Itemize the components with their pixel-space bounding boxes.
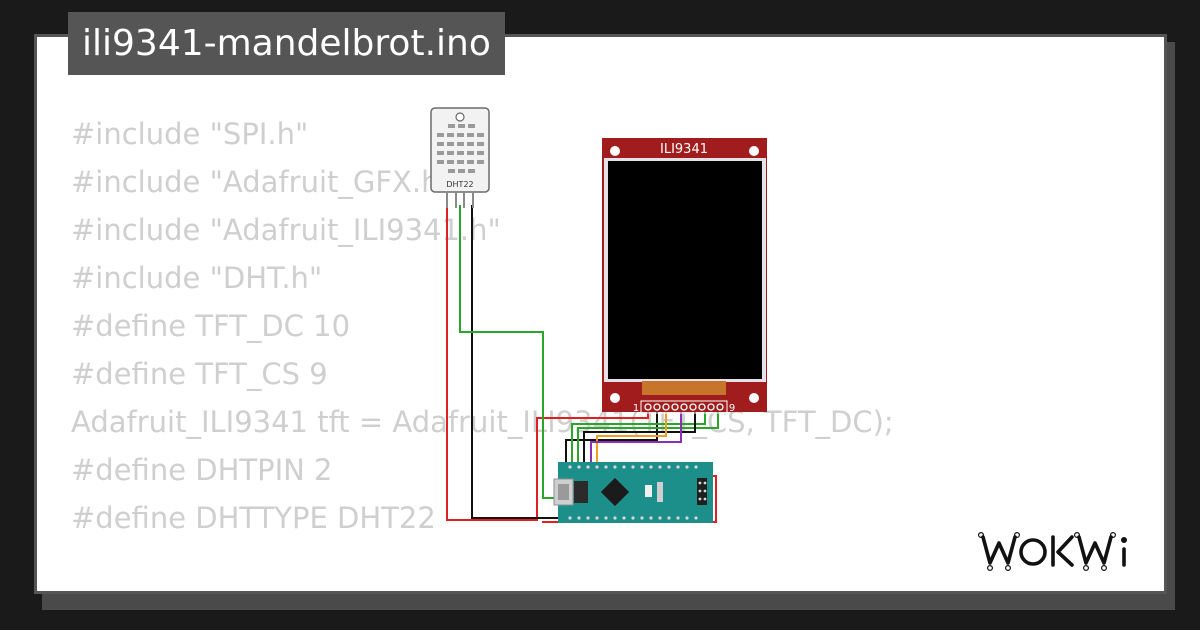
wire-green-1 <box>571 404 706 462</box>
code-line: #define TFT_CS 9 <box>71 357 328 391</box>
code-preview: #include "SPI.h" #include "Adafruit_GFX.h… <box>71 110 894 542</box>
pin-label-last: 9 <box>729 403 735 414</box>
wire-purple <box>590 404 682 462</box>
code-line: #define TFT_DC 10 <box>71 309 351 343</box>
pin-label-first: 1 <box>633 403 639 414</box>
display-pins <box>644 403 724 411</box>
icsp-header <box>697 478 707 505</box>
wokwi-logo <box>978 531 1127 571</box>
ili9341-display[interactable]: ILI9341 1 9 <box>602 138 767 414</box>
code-line: #define DHTPIN 2 <box>71 453 333 487</box>
wire-orange <box>596 404 667 462</box>
sensor-pins <box>446 192 474 208</box>
preview-card: #include "SPI.h" #include "Adafruit_GFX.h… <box>34 34 1167 594</box>
reset-button-icon <box>645 485 652 497</box>
usb-chip <box>574 481 588 503</box>
icsp-pins <box>698 481 707 501</box>
display-screen <box>608 161 762 379</box>
code-line: #include "Adafruit_ILI9341.h" <box>71 213 501 247</box>
wire-red-dht <box>446 205 649 521</box>
wire-green-2 <box>577 404 719 462</box>
sensor-grille <box>437 124 484 173</box>
nano-top-header <box>568 465 698 469</box>
project-title: ili9341-mandelbrot.ino <box>68 12 505 75</box>
nano-bottom-header <box>568 516 698 520</box>
sensor-label: DHT22 <box>446 180 473 189</box>
wire-black-dht <box>471 205 561 519</box>
code-line: #define DHTTYPE DHT22 <box>71 501 436 535</box>
code-line: #include "DHT.h" <box>71 261 323 295</box>
display-header <box>640 400 728 414</box>
crystal <box>657 482 663 502</box>
dht22-sensor[interactable]: DHT22 <box>430 107 490 208</box>
code-line: #include "Adafruit_GFX.h" <box>71 165 453 199</box>
arduino-nano[interactable] <box>553 462 713 523</box>
code-line: #include "SPI.h" <box>71 117 309 151</box>
wire-green-dht <box>459 205 563 499</box>
microcontroller-chip <box>600 477 630 507</box>
wire-black-2 <box>583 404 696 462</box>
display-label: ILI9341 <box>660 142 708 157</box>
display-ribbon <box>642 381 726 395</box>
